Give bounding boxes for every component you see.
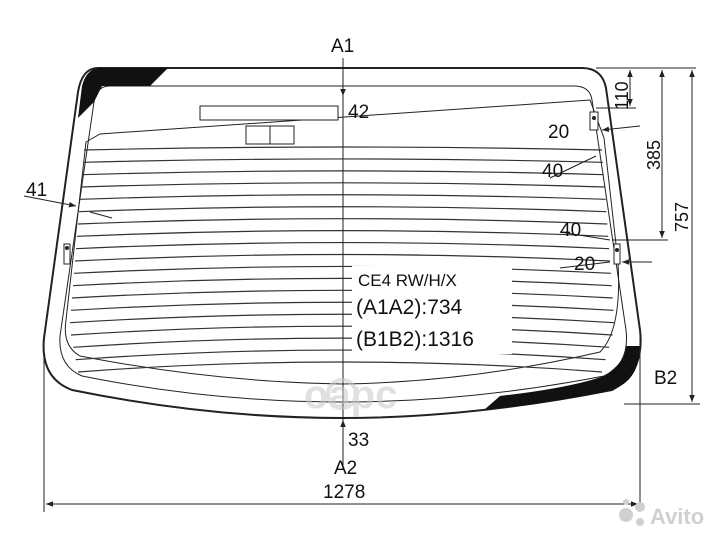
center-watermark: оарс: [304, 373, 397, 417]
top-label-box: [199, 105, 339, 121]
svg-text:Avito: Avito: [650, 504, 704, 529]
ceramic-bottom-right: [484, 346, 640, 410]
heater-line: [73, 337, 610, 348]
dim-height-110: 110: [612, 81, 632, 110]
dim-top-gap: 42: [348, 102, 369, 123]
heater-line: [70, 325, 613, 336]
right-terminal-top: [589, 111, 599, 131]
heater-line: [72, 277, 612, 287]
defrost-grid-border: [64, 99, 620, 385]
spec-b1b2: (B1B2):1316: [356, 328, 474, 351]
avito-logo: Avito: [619, 499, 704, 529]
heater-line: [71, 289, 613, 299]
heater-line: [73, 265, 611, 274]
axis-right-label: B2: [654, 368, 677, 389]
left-terminal: [63, 243, 71, 265]
spec-a1a2: (A1A2):734: [356, 296, 463, 319]
dim-right-bottom-40: 40: [560, 220, 581, 241]
heater-line: [75, 349, 606, 361]
dim-left-margin: 41: [26, 180, 47, 201]
right-terminal-bottom: [613, 243, 621, 265]
defrost-grid-lines: [69, 146, 615, 373]
dim-bottom-gap: 33: [348, 430, 369, 451]
dim-right-bottom-20: 20: [574, 254, 595, 275]
svg-text:оарс: оарс: [304, 373, 397, 417]
axis-bottom-label: A2: [334, 458, 357, 479]
dim-height-385: 385: [644, 140, 664, 170]
heater-line: [69, 313, 615, 324]
heater-line: [77, 361, 603, 373]
dim-right-top-small: 20: [548, 122, 569, 143]
dim-right-top-40: 40: [542, 161, 563, 182]
axis-top-label: A1: [331, 36, 354, 57]
dim-height-757: 757: [672, 202, 692, 232]
spec-model: CE4 RW/H/X: [358, 271, 457, 290]
glass-inner-outline: [59, 85, 628, 403]
heater-line: [70, 301, 614, 311]
ceramic-top-left: [78, 68, 168, 118]
dim-width-total: 1278: [323, 482, 365, 503]
